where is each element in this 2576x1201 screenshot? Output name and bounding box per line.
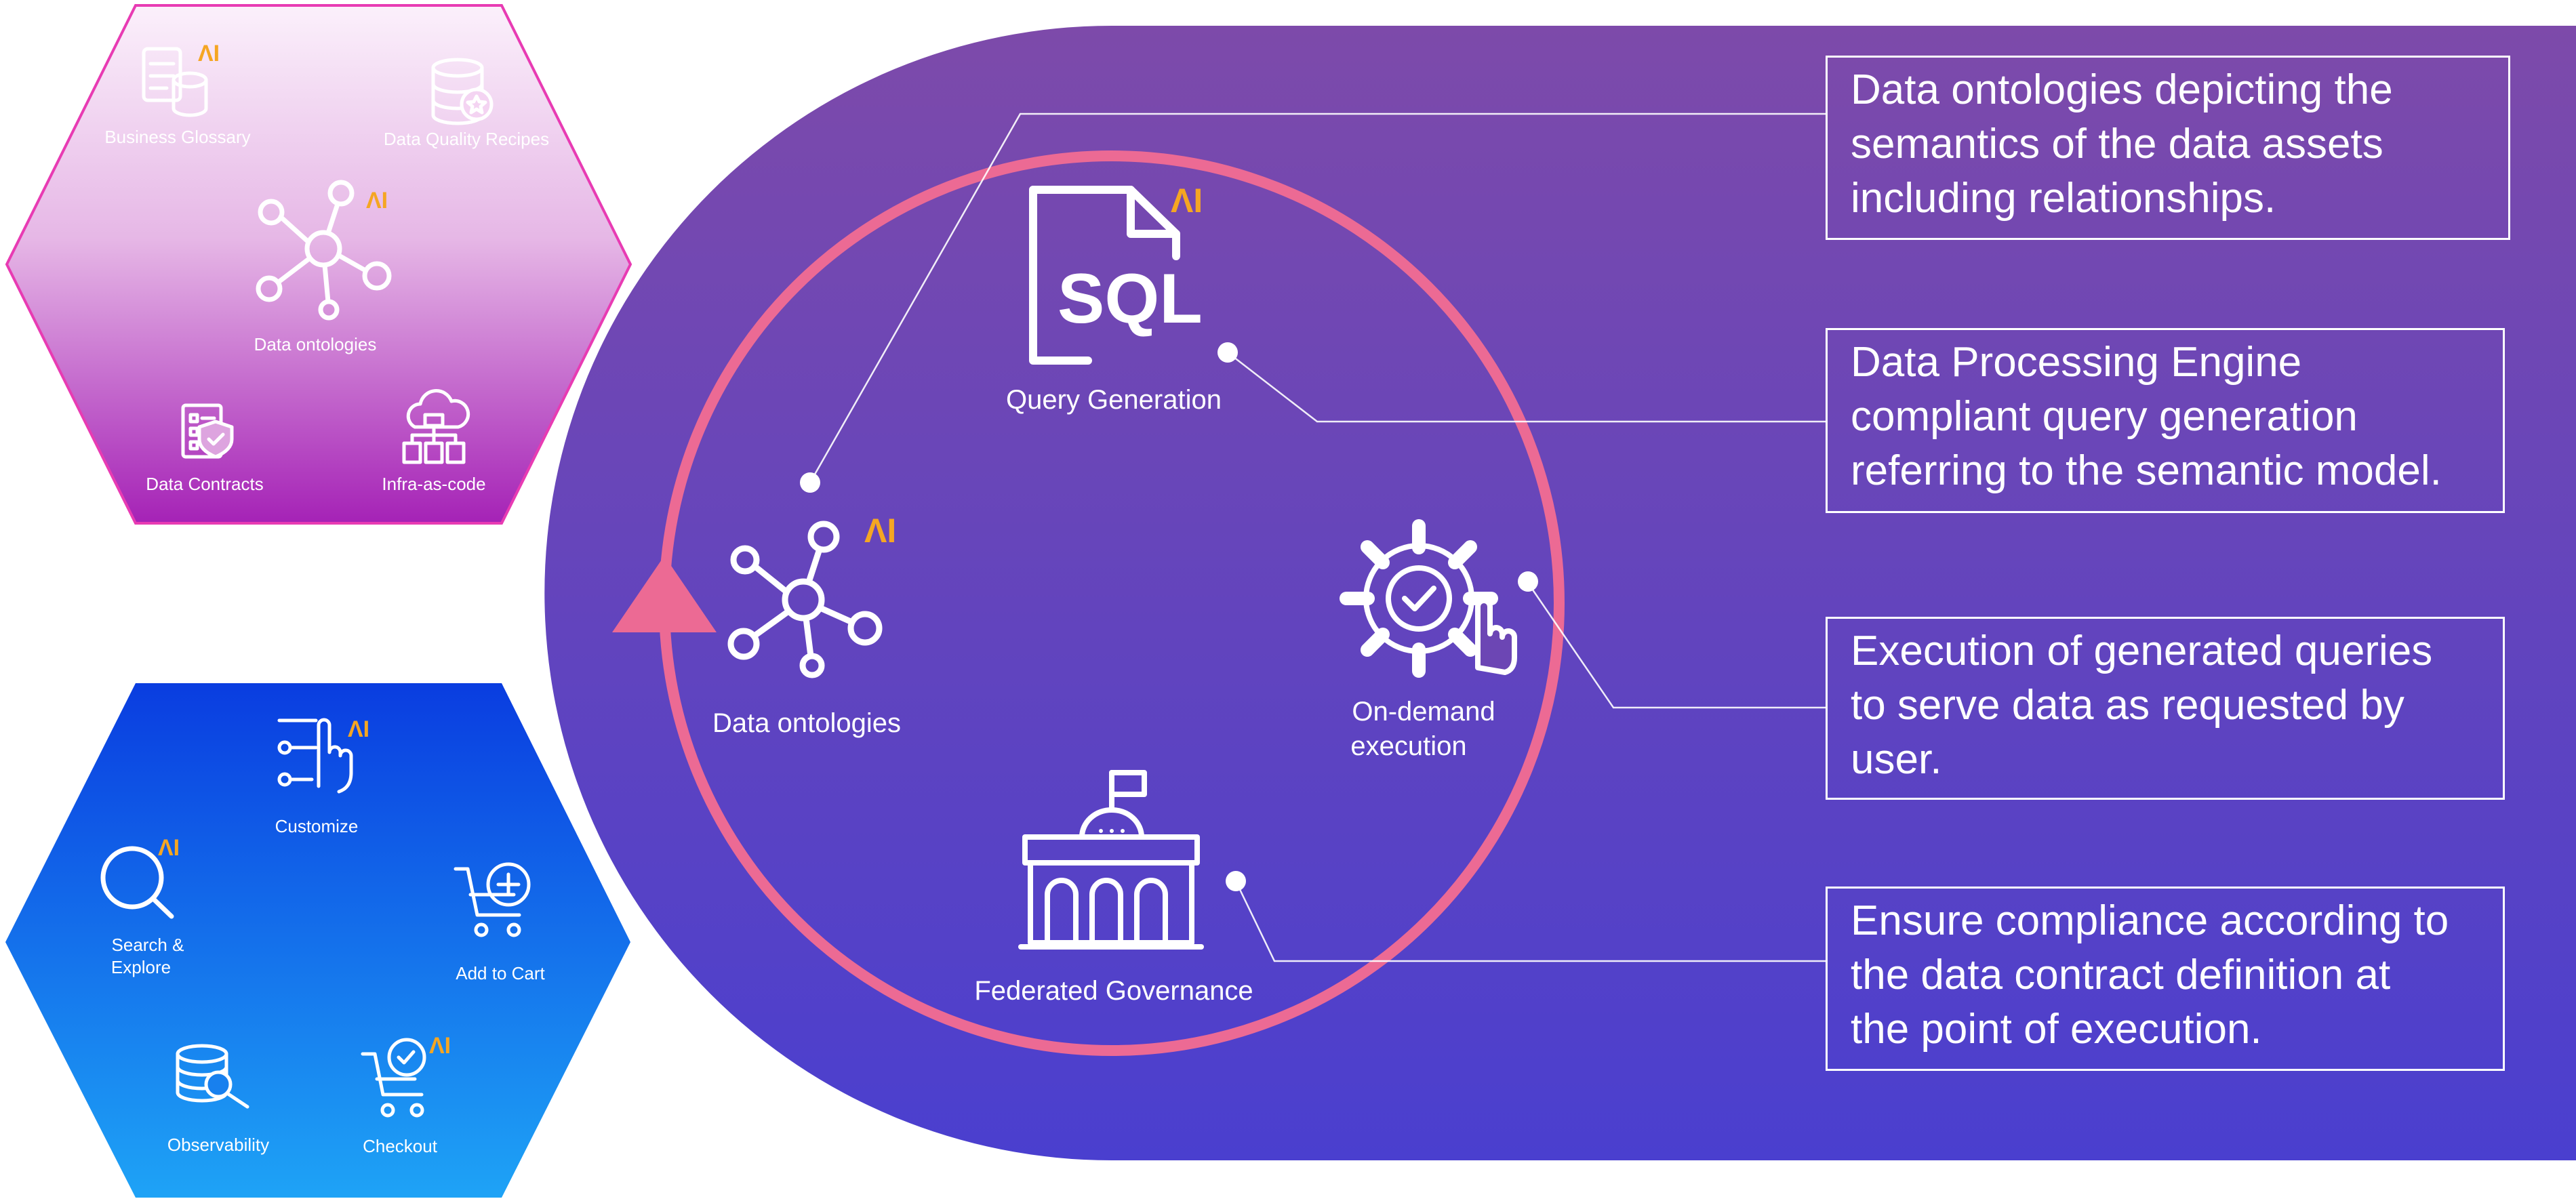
- database-badge-icon: [431, 58, 494, 125]
- connector-2: [1227, 352, 1826, 423]
- label-search-explore: Search &: [112, 935, 184, 955]
- description-box-ontologies: Data ontologies depicting the semantics …: [1826, 56, 2510, 240]
- cart-check-icon: [361, 1038, 426, 1118]
- sql-file-icon: [1029, 186, 1180, 365]
- network-graph-icon: [727, 521, 883, 678]
- label-data-contracts: Data Contracts: [146, 474, 263, 494]
- database-search-icon: [176, 1044, 249, 1109]
- description-box-governance: Ensure compliance according to the data …: [1826, 887, 2505, 1071]
- contract-shield-icon: [181, 403, 234, 459]
- connector-4: [1234, 880, 1826, 962]
- label-execution: execution: [1350, 731, 1466, 761]
- label-customize: Customize: [275, 816, 359, 836]
- connector-dot: [800, 472, 820, 493]
- description-box-execution: Execution of generated queries to serve …: [1826, 617, 2505, 800]
- ai-badge: ΛI: [864, 512, 896, 550]
- label-query-generation: Query Generation: [1006, 385, 1222, 415]
- cycle-arrow-icon: [612, 556, 717, 632]
- ai-badge: ΛI: [198, 41, 220, 66]
- cart-plus-icon: [454, 862, 531, 937]
- cloud-hierarchy-icon: [402, 389, 470, 464]
- description-box-query-generation: Data Processing Engine compliant query g…: [1826, 328, 2505, 513]
- label-federated-governance: Federated Governance: [974, 976, 1253, 1006]
- ai-badge: ΛI: [158, 835, 180, 861]
- ai-badge: ΛI: [429, 1033, 451, 1059]
- label-observability: Observability: [167, 1135, 269, 1155]
- connector-dot: [1217, 342, 1238, 363]
- label-data-quality-recipes: Data Quality Recipes: [384, 129, 549, 149]
- connector-1: [809, 113, 1826, 483]
- connector-dot: [1518, 571, 1538, 592]
- label-infra-as-code: Infra-as-code: [382, 474, 485, 494]
- sliders-hand-icon: [277, 718, 353, 794]
- sql-text: SQL: [1058, 260, 1203, 338]
- glossary-database-icon: [142, 47, 208, 117]
- label-checkout: Checkout: [363, 1136, 438, 1156]
- label-add-to-cart: Add to Cart: [456, 963, 545, 983]
- network-graph-icon: [256, 180, 392, 321]
- ai-badge: ΛI: [366, 188, 388, 213]
- blue-hexagon: [5, 683, 630, 1198]
- ai-badge: ΛI: [348, 716, 369, 742]
- label-data-ontologies-hex: Data ontologies: [254, 334, 377, 354]
- gear-check-hand-icon: [1340, 519, 1517, 678]
- building-dots: [1099, 829, 1125, 833]
- label-data-ontologies-cycle: Data ontologies: [712, 708, 901, 738]
- label-on-demand: On-demand: [1352, 697, 1495, 727]
- ai-badge: ΛI: [1171, 182, 1203, 220]
- search-icon: [100, 846, 174, 919]
- connector-dot: [1226, 871, 1246, 891]
- connector-3: [1527, 582, 1826, 709]
- label-search-explore-line2: Explore: [111, 957, 171, 977]
- government-building-icon: [1018, 770, 1204, 950]
- label-business-glossary: Business Glossary: [104, 127, 250, 147]
